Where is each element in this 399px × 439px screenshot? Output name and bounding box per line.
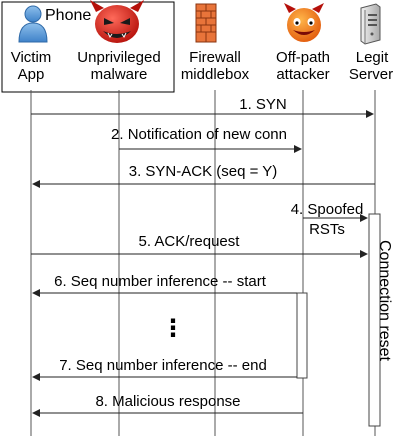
attacker-label: Off-path <box>276 49 330 66</box>
malware-label-2: malware <box>91 66 148 83</box>
label-8-malicious-response: 8. Malicious response <box>95 393 240 410</box>
phone-box <box>1 1 175 93</box>
firewall-label: Firewall <box>189 49 241 66</box>
label-5-ack-request: 5. ACK/request <box>139 233 241 250</box>
attacker-label-2: attacker <box>276 66 329 83</box>
connection-reset-bar <box>368 213 381 427</box>
phone-label: Phone <box>45 7 91 24</box>
person-icon <box>18 5 48 43</box>
firewall-icon <box>195 3 217 43</box>
victim-app-label-2: App <box>18 66 45 83</box>
inference-activation-bar <box>296 292 308 379</box>
server-label: Legit <box>356 49 389 66</box>
ellipsis: ⋮ <box>161 315 185 342</box>
malware-label: Unprivileged <box>77 49 160 66</box>
connection-reset-label: Connection reset <box>376 240 393 362</box>
attacker-devil-icon <box>284 3 324 42</box>
label-1-syn: 1. SYN <box>239 96 287 113</box>
label-3-syn-ack: 3. SYN-ACK (seq = Y) <box>129 163 278 180</box>
label-2-notification: 2. Notification of new conn <box>111 126 287 143</box>
label-4-rsts: RSTs <box>309 221 345 238</box>
label-4-spoofed: 4. Spoofed <box>291 201 364 218</box>
victim-app-label: Victim <box>11 49 52 66</box>
label-6-inference-start: 6. Seq number inference -- start <box>54 273 267 290</box>
server-icon <box>360 3 381 45</box>
label-7-inference-end: 7. Seq number inference -- end <box>59 357 267 374</box>
server-label-2: Server <box>349 66 393 83</box>
firewall-label-2: middlebox <box>181 66 250 83</box>
devil-icon <box>90 0 144 43</box>
